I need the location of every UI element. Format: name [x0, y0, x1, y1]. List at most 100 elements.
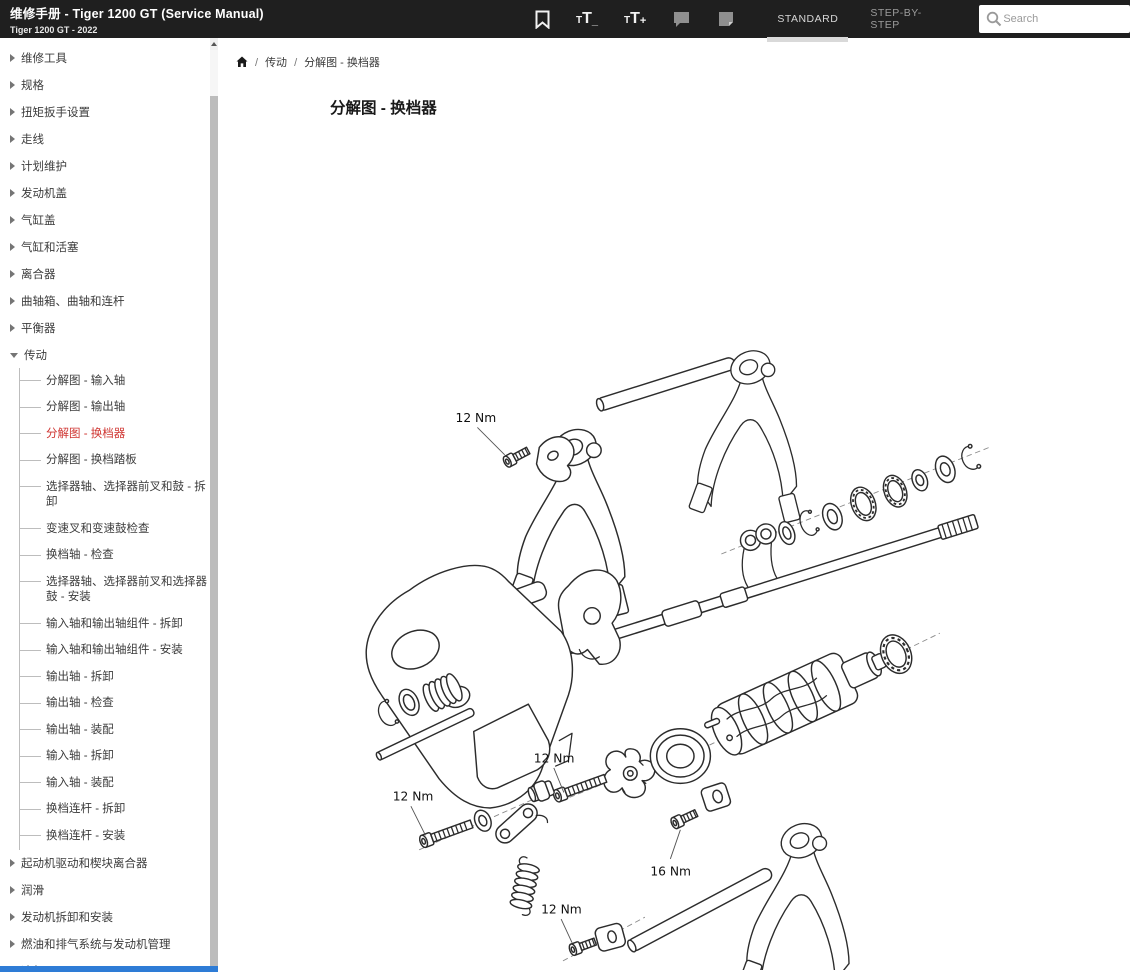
spring-left — [422, 673, 463, 712]
sidebar-item-label: 气缸盖 — [21, 214, 56, 227]
sidebar-subitem[interactable]: 输入轴 - 拆卸 — [20, 744, 208, 771]
breadcrumb-item[interactable]: 传动 — [265, 57, 288, 69]
detent-pin-rod — [375, 707, 475, 761]
sidebar-item-label: 发动机盖 — [21, 187, 67, 200]
spring-bottom — [509, 856, 540, 916]
sidebar-subitem[interactable]: 输入轴和输出轴组件 - 安装 — [20, 638, 208, 665]
main-content: /传动/分解图 - 换档器 分解图 - 换档器 — [218, 38, 1130, 972]
sidebar-item-label: 扭矩扳手设置 — [21, 106, 90, 119]
chevron-right-icon[interactable] — [10, 188, 15, 197]
chevron-right-icon[interactable] — [10, 859, 15, 868]
sidebar-item[interactable]: 气缸盖 — [8, 206, 208, 233]
sidebar-subitem[interactable]: 分解图 - 输出轴 — [20, 395, 208, 422]
sidebar-subitem[interactable]: 换档连杆 - 拆卸 — [20, 797, 208, 824]
search-box[interactable] — [979, 5, 1130, 33]
sidebar-item-label: 润滑 — [21, 885, 44, 898]
bookmark-icon[interactable] — [535, 10, 550, 29]
sidebar-item[interactable]: 维修工具 — [8, 44, 208, 71]
search-input[interactable] — [1003, 13, 1114, 25]
diagram-line-art: 12 Nm 12 Nm 12 Nm 16 Nm 12 Nm — [365, 344, 990, 970]
chevron-right-icon[interactable] — [10, 269, 15, 278]
sidebar-children: 分解图 - 输入轴分解图 - 输出轴分解图 - 换档器分解图 - 换档踏板选择器… — [19, 368, 208, 850]
torque-label: 12 Nm — [393, 790, 434, 804]
note-icon[interactable] — [717, 10, 735, 28]
sidebar-item[interactable]: 气缸和活塞 — [8, 233, 208, 260]
view-tabs: STANDARD STEP-BY-STEP — [765, 0, 961, 42]
sidebar: 维修工具规格扭矩扳手设置走线计划维护发动机盖气缸盖气缸和活塞离合器曲轴箱、曲轴和… — [0, 38, 218, 972]
chevron-right-icon[interactable] — [10, 161, 15, 170]
bottom-blue-strip — [0, 966, 218, 972]
sidebar-item[interactable]: 曲轴箱、曲轴和连杆 — [8, 287, 208, 314]
torque-label: 12 Nm — [541, 903, 582, 917]
sidebar-item[interactable]: 走线 — [8, 125, 208, 152]
chevron-right-icon[interactable] — [10, 53, 15, 62]
sidebar-item[interactable]: 传动 — [8, 341, 208, 368]
sidebar-item[interactable]: 发动机拆卸和安装 — [8, 904, 208, 931]
sidebar-item-label: 规格 — [21, 79, 44, 92]
sidebar-subitem[interactable]: 选择器轴、选择器前叉和鼓 - 拆卸 — [20, 474, 208, 516]
sidebar-subitem[interactable]: 分解图 - 输入轴 — [20, 368, 208, 395]
tab-step-by-step[interactable]: STEP-BY-STEP — [870, 7, 922, 31]
sidebar-subitem[interactable]: 选择器轴、选择器前叉和选择器鼓 - 安装 — [20, 569, 208, 611]
sidebar-item-label: 发动机拆卸和安装 — [21, 912, 113, 925]
sidebar-subitem[interactable]: 分解图 - 换档踏板 — [20, 448, 208, 475]
sidebar-item[interactable]: 扭矩扳手设置 — [8, 98, 208, 125]
home-icon[interactable] — [236, 56, 248, 68]
sidebar-subitem[interactable]: 输出轴 - 拆卸 — [20, 664, 208, 691]
sidebar-subitem[interactable]: 变速叉和变速鼓检查 — [20, 516, 208, 543]
sidebar-item-label: 曲轴箱、曲轴和连杆 — [21, 295, 125, 308]
sidebar-item-label: 起动机驱动和楔块离合器 — [21, 858, 148, 871]
breadcrumb-item[interactable]: 分解图 - 换档器 — [304, 57, 380, 69]
breadcrumb-separator: / — [255, 57, 259, 69]
chevron-right-icon[interactable] — [10, 323, 15, 332]
detent-star-wheel — [603, 748, 656, 799]
sidebar-item[interactable]: 发动机盖 — [8, 179, 208, 206]
sidebar-item[interactable]: 平衡器 — [8, 314, 208, 341]
chevron-right-icon[interactable] — [10, 913, 15, 922]
comment-icon[interactable] — [672, 10, 691, 28]
sidebar-item[interactable]: 离合器 — [8, 260, 208, 287]
quadrant-plate — [365, 564, 574, 809]
torque-label: 12 Nm — [534, 751, 575, 765]
torque-label: 16 Nm — [650, 864, 691, 878]
app-title: 维修手册 - Tiger 1200 GT (Service Manual) — [10, 7, 264, 21]
sidebar-subitem[interactable]: 输入轴和输出轴组件 - 拆卸 — [20, 611, 208, 638]
link-arm — [495, 803, 549, 844]
chevron-right-icon[interactable] — [10, 940, 15, 949]
scroll-up-button[interactable] — [210, 38, 218, 50]
tab-standard[interactable]: STANDARD — [765, 0, 850, 42]
chevron-right-icon[interactable] — [10, 107, 15, 116]
app-subtitle: Tiger 1200 GT - 2022 — [10, 25, 98, 35]
scrollbar-thumb[interactable] — [210, 96, 218, 972]
chevron-down-icon[interactable] — [10, 353, 18, 358]
chevron-right-icon[interactable] — [10, 215, 15, 224]
sidebar-subitem[interactable]: 换档连杆 - 安装 — [20, 823, 208, 850]
chevron-right-icon[interactable] — [10, 80, 15, 89]
sidebar-subitem[interactable]: 输出轴 - 检查 — [20, 691, 208, 718]
chevron-right-icon[interactable] — [10, 296, 15, 305]
exploded-diagram: 12 Nm 12 Nm 12 Nm 16 Nm 12 Nm — [218, 158, 1130, 970]
sidebar-item[interactable]: 燃油和排气系统与发动机管理 — [8, 931, 208, 958]
sidebar-item[interactable]: 起动机驱动和楔块离合器 — [8, 850, 208, 877]
sidebar-item[interactable]: 规格 — [8, 71, 208, 98]
breadcrumb-items: /传动/分解图 - 换档器 — [255, 54, 387, 70]
sidebar-item-label: 计划维护 — [21, 160, 67, 173]
sidebar-item[interactable]: 润滑 — [8, 877, 208, 904]
sidebar-scrollbar[interactable] — [210, 38, 218, 972]
sidebar-item[interactable]: 计划维护 — [8, 152, 208, 179]
chevron-right-icon[interactable] — [10, 886, 15, 895]
sidebar-subitem[interactable]: 输出轴 - 装配 — [20, 717, 208, 744]
sidebar-item-active[interactable]: 分解图 - 换档器 — [20, 421, 208, 448]
sidebar-subitem[interactable]: 输入轴 - 装配 — [20, 770, 208, 797]
app-header: 维修手册 - Tiger 1200 GT (Service Manual) Ti… — [0, 0, 1130, 42]
sidebar-subitem[interactable]: 换档轴 - 检查 — [20, 543, 208, 570]
selector-fork-bottom — [736, 817, 854, 970]
washer-bearing-chain — [778, 443, 982, 546]
torque-label: 12 Nm — [456, 411, 497, 425]
chevron-right-icon[interactable] — [10, 242, 15, 251]
fork-rod-bottom — [626, 867, 773, 953]
drum-needle-bearing — [879, 634, 913, 675]
chevron-right-icon[interactable] — [10, 134, 15, 143]
